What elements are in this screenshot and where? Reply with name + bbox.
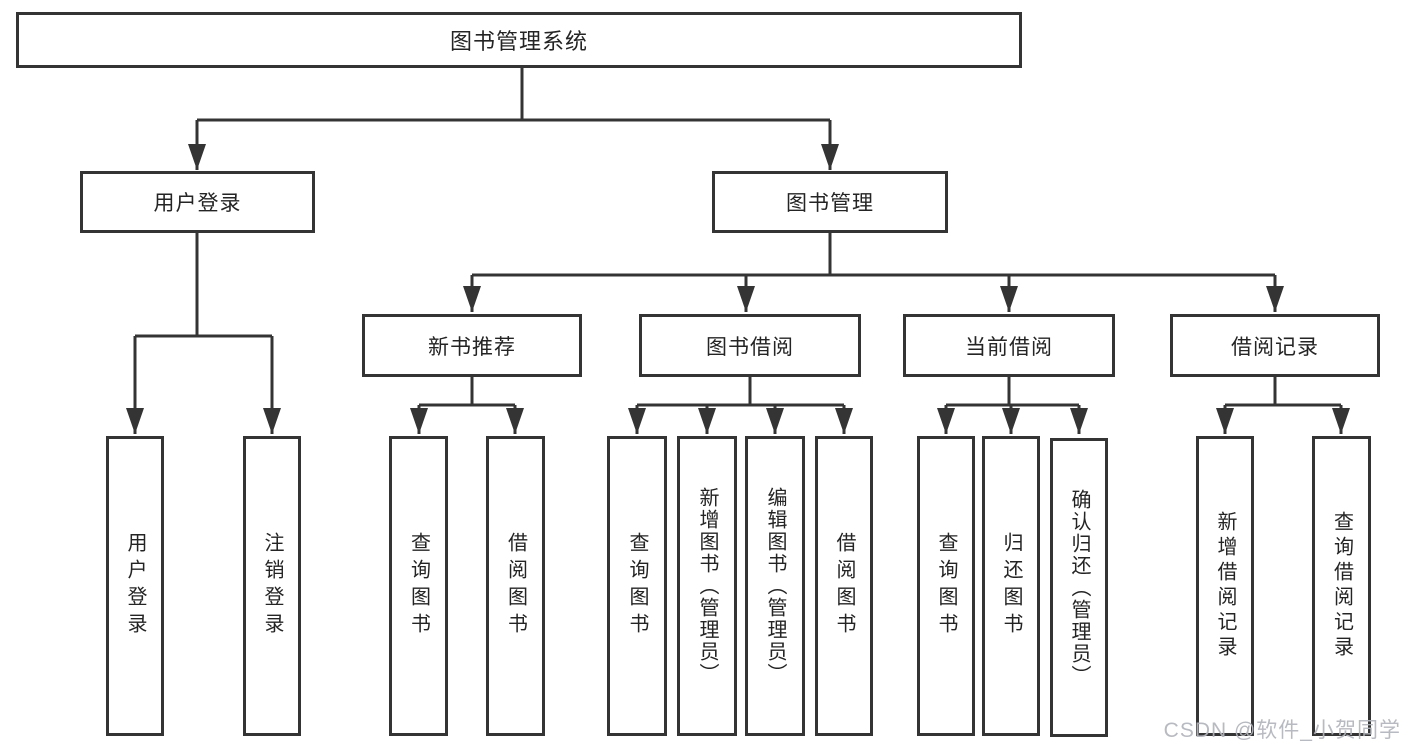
leaf-label: 查询图书: [407, 532, 430, 640]
node-library-system: 图书管理系统: [16, 12, 1022, 68]
leaf-label: 归还图书: [1000, 532, 1022, 640]
node-new-book-recommend: 新书推荐: [362, 314, 582, 377]
node-borrowing-records: 借阅记录: [1170, 314, 1380, 377]
leaf-add-borrow-record: 新增借阅记录: [1196, 436, 1254, 736]
leaf-label: 查询借阅记录: [1330, 511, 1353, 661]
leaf-borrow-books-borrowing: 借阅图书: [815, 436, 873, 736]
leaf-label: 查询图书: [935, 532, 957, 640]
leaf-confirm-return-admin: 确认归还（管理员）: [1050, 438, 1108, 737]
leaf-query-books-recommend: 查询图书: [389, 436, 448, 736]
leaf-label: 确认归还（管理员）: [1068, 488, 1090, 687]
leaf-edit-book-admin: 编辑图书（管理员）: [745, 436, 805, 736]
leaf-label: 借阅图书: [833, 532, 855, 640]
leaf-label: 注销登录: [261, 532, 283, 640]
leaf-label: 新增图书（管理员）: [696, 487, 718, 685]
leaf-user-login: 用户登录: [106, 436, 164, 736]
leaf-label: 编辑图书（管理员）: [764, 487, 786, 685]
leaf-query-borrow-record: 查询借阅记录: [1312, 436, 1371, 736]
leaf-query-books-borrowing: 查询图书: [607, 436, 667, 736]
leaf-label: 新增借阅记录: [1214, 511, 1236, 661]
leaf-label: 用户登录: [124, 532, 146, 640]
leaf-add-book-admin: 新增图书（管理员）: [677, 436, 737, 736]
leaf-logout: 注销登录: [243, 436, 301, 736]
leaf-query-books-current: 查询图书: [917, 436, 975, 736]
node-book-borrowing: 图书借阅: [639, 314, 861, 377]
csdn-watermark: CSDN @软件_小贺同学: [1163, 719, 1401, 742]
node-book-management: 图书管理: [712, 171, 948, 233]
leaf-label: 借阅图书: [504, 532, 527, 640]
leaf-borrow-books-recommend: 借阅图书: [486, 436, 545, 736]
leaf-label: 查询图书: [626, 532, 648, 640]
leaf-return-books: 归还图书: [982, 436, 1040, 736]
node-current-borrowing: 当前借阅: [903, 314, 1115, 377]
node-user-login: 用户登录: [80, 171, 315, 233]
